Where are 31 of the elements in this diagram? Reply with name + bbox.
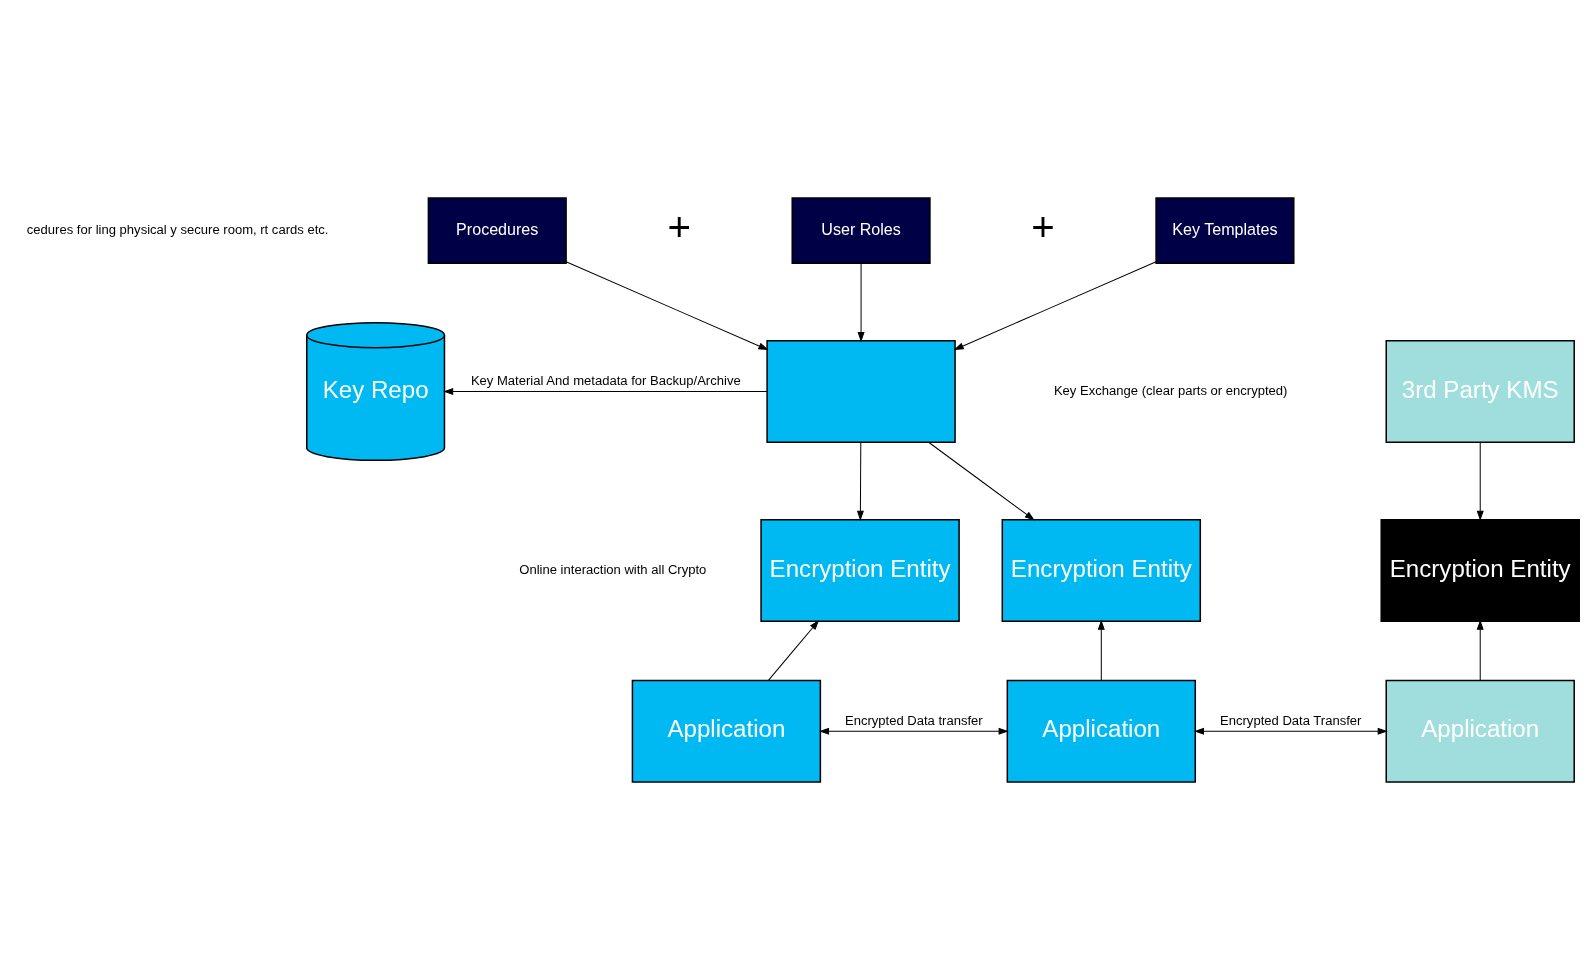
node-box: Encryption Entity [760, 518, 960, 622]
node-box: 3rd Party KMS [1385, 339, 1575, 443]
label: + [667, 204, 691, 250]
label: cedures for ling physical y secure room, rt cards etc. [26, 221, 329, 237]
arrow [767, 619, 820, 681]
arrow [856, 441, 864, 521]
edge-label: Encrypted Data transfer [844, 712, 983, 728]
arrow [819, 727, 1009, 735]
node-box: Key Templates [1155, 196, 1295, 264]
node-box: Application [1006, 679, 1197, 783]
arrow [1476, 441, 1484, 521]
edge-label: Key Material And metadata for Backup/Archive [470, 372, 741, 388]
node-box: User Roles [791, 196, 931, 264]
arrow [565, 260, 769, 350]
node-box: Procedures [427, 196, 567, 264]
arrow [953, 260, 1157, 350]
node-box: Encryption Entity [1001, 518, 1202, 622]
edge-label: Encrypted Data Transfer [1220, 712, 1362, 728]
label: Key Exchange (clear parts or encrypted) [1053, 382, 1288, 398]
arrow [1097, 619, 1105, 681]
node-box: Application [1385, 679, 1575, 783]
arrow [857, 262, 865, 342]
label: + [1031, 204, 1055, 250]
label: Online interaction with all Crypto [519, 561, 707, 577]
arrow [928, 441, 1035, 520]
arrow [1193, 727, 1388, 735]
node-box: Encryption Entity [1380, 518, 1580, 622]
node-box: Application [631, 679, 822, 783]
arrow [1476, 619, 1484, 681]
node-box [766, 339, 956, 443]
arrow [443, 387, 768, 395]
